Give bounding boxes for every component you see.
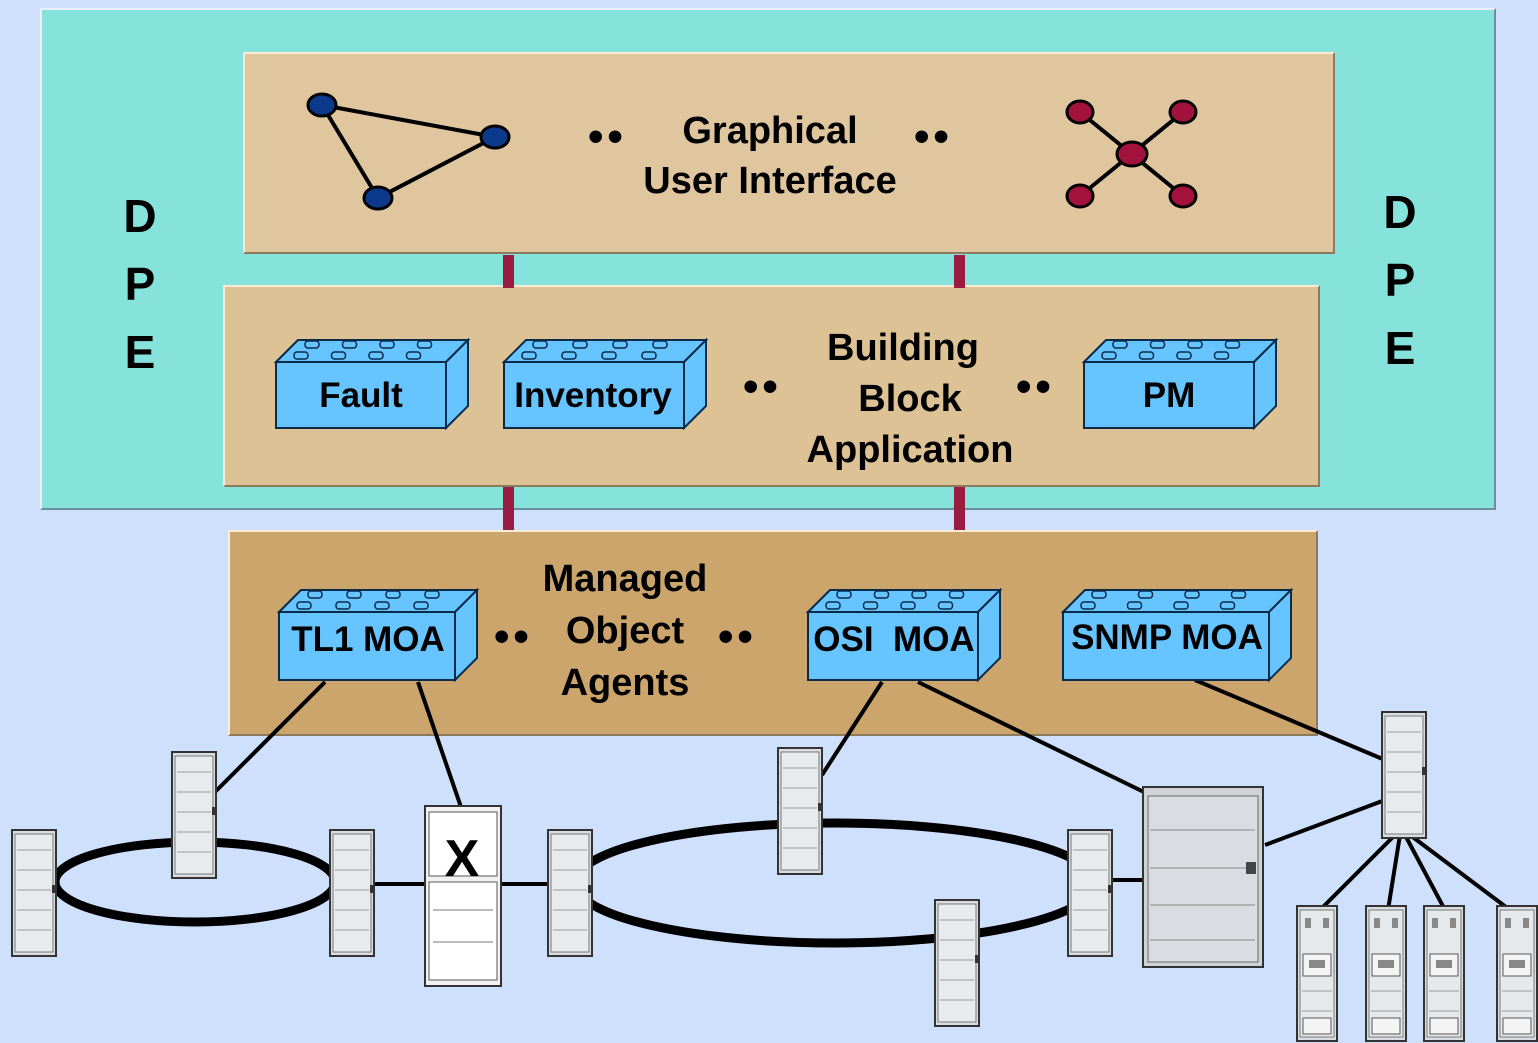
connector-gui-bb-left <box>503 255 514 288</box>
connector-bb-moa-right <box>954 487 965 530</box>
gui-separator-right: •• <box>914 112 953 161</box>
star-topology-nodes <box>1065 99 1198 209</box>
moa-separator-right: •• <box>718 612 757 661</box>
moa-title-line2: Object <box>565 610 685 652</box>
network-graph-icon <box>320 103 496 200</box>
dpe-right-e: E <box>1384 322 1416 374</box>
gui-separator-left: •• <box>588 112 627 161</box>
moa-title-line1: Managed <box>542 558 708 600</box>
osi-moa-block-icon <box>805 587 1003 683</box>
inventory-block-icon <box>501 337 709 431</box>
bb-separator-left: •• <box>743 362 782 411</box>
gui-title-line2: User Interface <box>643 160 897 202</box>
fault-block-icon <box>273 337 471 431</box>
dpe-right-p: P <box>1384 254 1416 306</box>
osi-moa-block-label: OSI MOA <box>813 620 975 659</box>
moa-separator-left: •• <box>494 612 533 661</box>
svg-text:X: X <box>445 830 480 888</box>
bb-title-line2: Block <box>858 378 962 420</box>
inventory-block-label: Inventory <box>514 376 672 415</box>
snmp-moa-block-icon <box>1060 587 1294 683</box>
dpe-label-right: D P E <box>1375 178 1425 382</box>
moa-connection-lines <box>213 678 1512 912</box>
connector-gui-bb-right <box>954 255 965 288</box>
bb-title: Building Block Application <box>760 323 1060 476</box>
pm-block-icon <box>1081 337 1279 431</box>
connector-bb-moa-left <box>503 487 514 530</box>
moa-title: Managed Object Agents <box>500 553 750 709</box>
bb-title-line3: Application <box>806 429 1014 471</box>
gui-title: Graphical User Interface <box>600 106 940 206</box>
network-graph-nodes <box>306 92 511 211</box>
fault-block-label: Fault <box>319 376 403 415</box>
gui-layer <box>243 52 1335 254</box>
gui-title-line1: Graphical <box>682 110 858 152</box>
dpe-right-d: D <box>1383 186 1417 238</box>
cross-connect-switch-icon: X <box>424 805 502 987</box>
moa-title-line3: Agents <box>560 662 690 704</box>
bb-separator-right: •• <box>1016 362 1055 411</box>
large-server-icon <box>1142 786 1264 968</box>
dpe-label-left: D P E <box>115 182 165 386</box>
bb-title-line1: Building <box>827 327 979 369</box>
dpe-left-d: D <box>123 190 157 242</box>
tl1-moa-block-icon <box>276 587 480 683</box>
tl1-moa-block-label: TL1 MOA <box>291 620 445 659</box>
dpe-left-e: E <box>124 326 156 378</box>
dpe-left-p: P <box>124 258 156 310</box>
pm-block-label: PM <box>1142 376 1196 415</box>
snmp-moa-block-label: SNMP MOA <box>1071 618 1263 657</box>
